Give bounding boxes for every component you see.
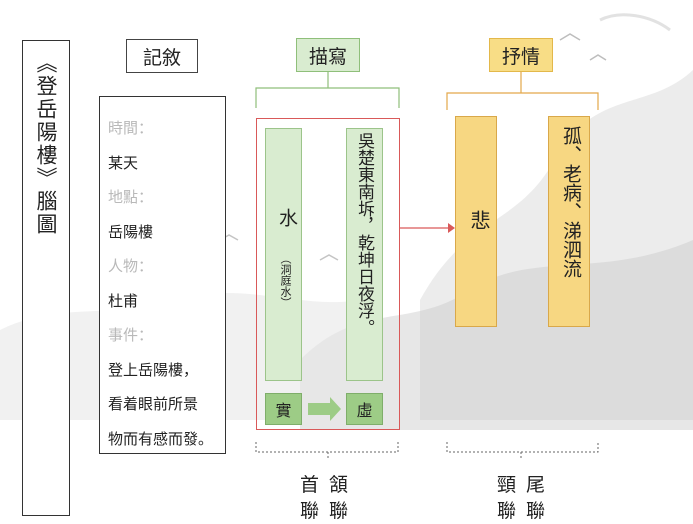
water-column [265,128,302,381]
scene-text: 吳楚東南坼，乾坤日夜浮。 [354,132,374,336]
person-value: 杜甫 [108,291,139,310]
time-label: 時間： [108,119,154,137]
water-note: （洞庭水） [279,253,292,308]
couplet-label-left-bottom: 聯 聯 [300,500,351,522]
virtual-box: 虛 [346,393,383,425]
title-box [22,40,70,516]
water-text: 水 [276,208,298,227]
label-lyrical: 抒情 [489,38,553,72]
label-description: 描寫 [296,38,360,72]
couplet-label-left-top: 首 頷 [300,474,351,496]
place-label: 地點： [108,188,154,206]
couplet-label-right-top: 頸 尾 [497,474,548,496]
time-value: 某天 [108,153,139,172]
person-label: 人物： [108,257,154,275]
label-narration: 記敘 [126,39,198,73]
scene-column [346,128,383,381]
event-line-3: 物而有感而發。 [108,429,214,448]
narrative-box: 時間： 某天 地點： 岳陽樓 人物： 杜甫 事件： 登上岳陽樓， 看着眼前所景 … [99,96,226,454]
lonely-column [548,116,590,327]
real-box: 實 [265,393,302,425]
description-frame [256,118,400,430]
event-line-2: 看着眼前所景 [108,395,199,413]
page-title: 《登岳陽樓》腦圖 [34,52,58,236]
sad-column [455,116,497,327]
event-label: 事件： [108,326,154,344]
event-line-1: 登上岳陽樓， [108,360,199,379]
lonely-text: 孤、老病、涕泗流 [560,126,582,278]
place-value: 岳陽樓 [108,222,154,241]
sad-text: 悲 [467,210,491,230]
couplet-label-right-bottom: 聯 聯 [497,500,548,522]
